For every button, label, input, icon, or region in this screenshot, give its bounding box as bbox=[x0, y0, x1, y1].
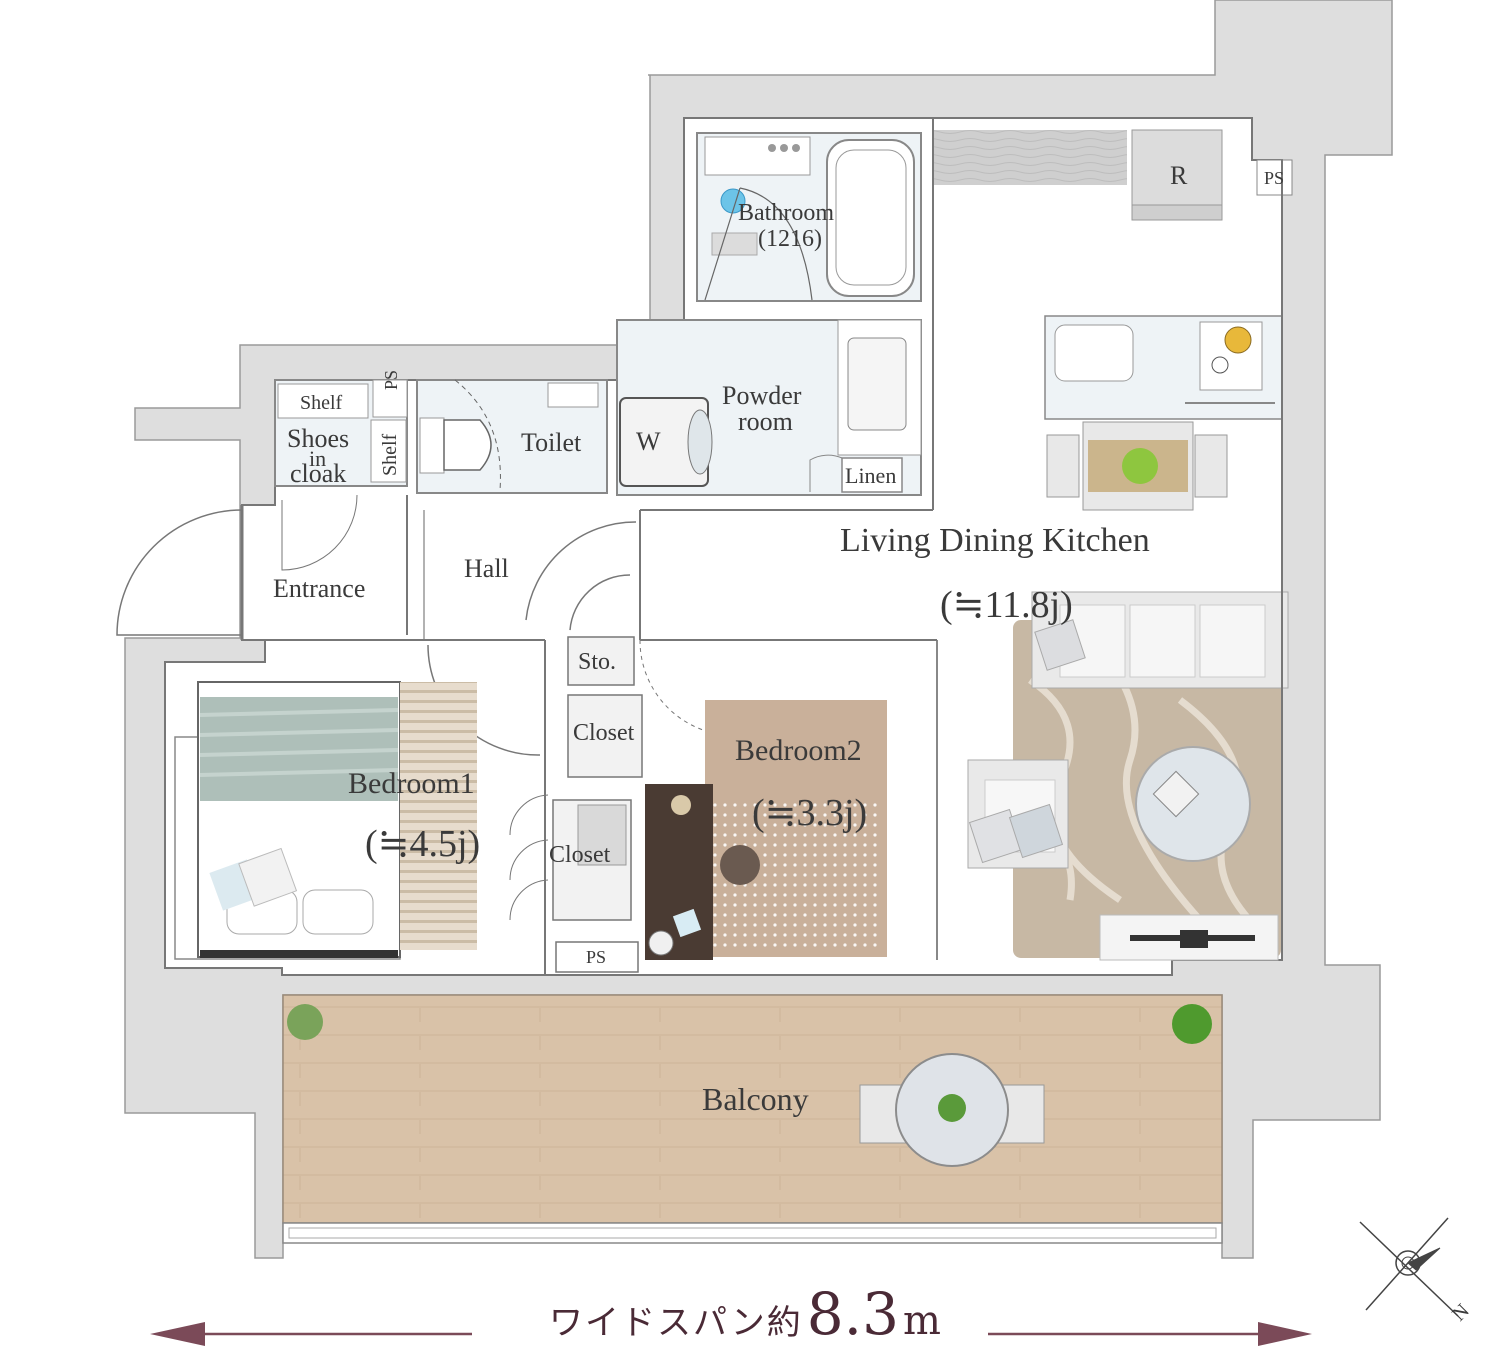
north-compass bbox=[1359, 1217, 1459, 1317]
width-span-value: 8.3 bbox=[806, 1280, 899, 1348]
storage-label: Sto. bbox=[578, 649, 616, 675]
shelf-top-label: Shelf bbox=[300, 392, 343, 414]
partitions bbox=[265, 118, 1283, 975]
width-arrow bbox=[150, 1322, 1312, 1346]
bedroom2-label: Bedroom2 bbox=[735, 734, 862, 767]
kitchen-area bbox=[933, 129, 1293, 420]
bedroom1-area bbox=[174, 681, 477, 960]
powder-room-label-line1: Powder bbox=[722, 381, 802, 410]
hall-label: Hall bbox=[464, 554, 509, 583]
balcony-area bbox=[282, 994, 1223, 1244]
shoes-cloak-label-line2: in bbox=[309, 446, 326, 471]
bedroom2-area bbox=[645, 640, 938, 960]
closet-lower-label: Closet bbox=[549, 842, 611, 868]
entrance-label: Entrance bbox=[273, 574, 365, 603]
closet-upper-label: Closet bbox=[573, 720, 635, 746]
refrigerator-label: R bbox=[1170, 161, 1188, 190]
bathroom-area bbox=[696, 132, 922, 302]
bedroom1-size-label: (≒4.5j) bbox=[365, 823, 480, 865]
bedroom2-size-label: (≒3.3j) bbox=[752, 792, 867, 834]
powder-room-label-line2: room bbox=[738, 407, 793, 436]
width-span-caption: ワイドスパン約 8.3 m bbox=[490, 1280, 1000, 1350]
shoes-cloak-label-line1: Shoes bbox=[287, 424, 349, 453]
ps-kitchen-label: PS bbox=[1264, 168, 1284, 188]
shoes-cloak-area bbox=[274, 379, 408, 571]
balcony-label: Balcony bbox=[702, 1081, 809, 1117]
shelf-side-label: Shelf bbox=[379, 433, 401, 476]
compass-north-label: N bbox=[1448, 1300, 1474, 1326]
ps-entry-label: PS bbox=[381, 370, 401, 390]
bathroom-size-label: (1216) bbox=[758, 226, 822, 252]
width-span-prefix: ワイドスパン約 bbox=[549, 1303, 803, 1343]
ldk-label: Living Dining Kitchen bbox=[840, 522, 1150, 559]
linen-label: Linen bbox=[845, 463, 896, 488]
shoes-cloak-label-line3: cloak bbox=[290, 459, 346, 488]
toilet-area bbox=[416, 379, 608, 494]
bedroom1-label: Bedroom1 bbox=[348, 767, 475, 800]
closets-area bbox=[509, 636, 643, 973]
powder-room-area bbox=[616, 319, 922, 496]
ps-bottom-label: PS bbox=[586, 947, 606, 967]
dining-set bbox=[1046, 421, 1228, 511]
width-span-unit: m bbox=[903, 1298, 941, 1344]
toilet-label: Toilet bbox=[521, 428, 582, 457]
bathroom-label: Bathroom bbox=[738, 200, 834, 226]
ldk-size-label: (≒11.8j) bbox=[940, 584, 1073, 626]
washer-label: W bbox=[636, 427, 661, 456]
living-set bbox=[967, 591, 1289, 961]
